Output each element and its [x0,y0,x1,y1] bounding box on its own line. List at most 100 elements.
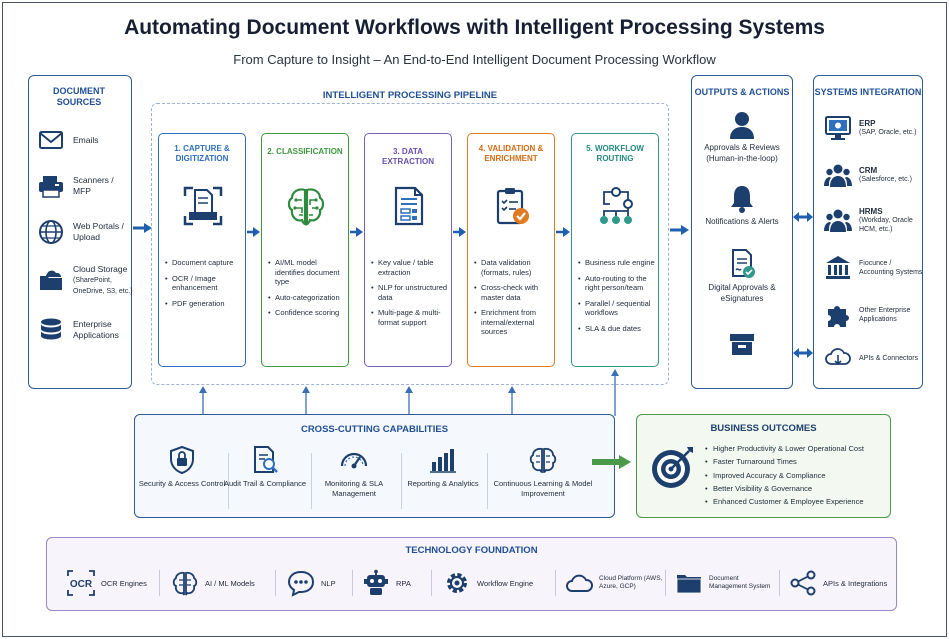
capability-security: Security & Access Control [137,445,227,489]
bullet: Key value / table extraction [371,258,451,277]
source-item-cloud-storage: Cloud Storage(SharePoint, OneDrive, S3, … [37,260,152,300]
pipeline-title: INTELLIGENT PROCESSING PIPELINE [322,90,498,101]
brain-icon [529,447,557,473]
arrow-cross-to-outcomes [592,455,631,469]
divider [665,570,666,596]
archive-box-icon [730,334,754,355]
technology-foundation-title: TECHNOLOGY FOUNDATION [405,545,538,556]
monitor-icon [825,116,851,140]
outcome-item: Enhanced Customer & Employee Experience [705,495,864,509]
tech-ai-ml: AI / ML Models [171,568,255,598]
divider [159,570,160,596]
double-arrow-outputs-systems-top [793,212,813,222]
systems-integration-panel: SYSTEMS INTEGRATION ERP(SAP, Oracle, etc… [813,75,923,389]
system-hrms: HRMS(Workday, Oracle HCM, etc.) [824,206,944,234]
tech-label: OCR Engines [101,578,147,588]
divider [228,453,229,509]
system-crm: CRM(Salesforce, etc.) [824,161,944,189]
database-icon [41,318,61,340]
divider [431,570,432,596]
business-outcomes-panel: BUSINESS OUTCOMES Higher Productivity & … [636,414,891,518]
svg-text:OCR: OCR [70,579,93,590]
page-subtitle: From Capture to Insight – An End-to-End … [233,52,716,67]
source-label: Emails [73,134,99,145]
outcome-item: Faster Turnaround Times [705,455,864,469]
person-icon [730,112,754,139]
capability-reporting: Reporting & Analytics [398,445,488,489]
output-esignatures: Digital Approvals & eSignatures [692,248,792,304]
bullet: Auto-categorization [268,293,348,303]
document-sources-panel: DOCUMENT SOURCES Emails Scanners / MFP W… [28,75,133,389]
bullet: Business rule engine [578,258,658,268]
stage-title: 3. DATA EXTRACTION [382,147,434,166]
bullet: NLP for unstructured data [371,283,451,302]
divider [311,453,312,509]
people-icon [824,164,852,187]
tech-label: Workflow Engine [477,578,534,588]
stage-workflow-routing: 5. WORKFLOW ROUTING Business rule engine… [571,133,659,367]
system-text: ERP(SAP, Oracle, etc.) [859,119,917,136]
divider [555,570,556,596]
output-archive [692,330,792,361]
arrow-stage-4-to-5 [556,227,570,237]
arrow-stage-2-to-3 [350,227,363,237]
bullet: Multi-page & multi-format support [371,308,451,327]
tech-ocr-engines: OCR OCR Engines [67,568,147,598]
arrow-cross-to-extraction [405,386,413,415]
systems-integration-title: SYSTEMS INTEGRATION [814,87,922,97]
bank-icon [826,256,850,279]
capability-audit: Audit Trail & Compliance [220,445,310,489]
stage-capture: 1. CAPTURE & DIGITIZATION Document captu… [158,133,246,367]
tech-label: APIs & Integrations [823,578,888,588]
divider [779,570,780,596]
stage-bullets: Document capture OCR / Image enhancement… [165,258,245,314]
capability-learning: Continuous Learning & Model Improvement [487,445,599,499]
capability-monitoring: Monitoring & SLA Management [309,445,399,499]
signed-document-icon [732,249,755,278]
arrow-pipeline-to-outputs [670,225,689,235]
email-icon [39,131,63,149]
system-text: Other Enterprise Applications [859,307,911,323]
ocr-icon: OCR [67,570,95,596]
stage-bullets: Business rule engine Auto-routing to the… [578,258,658,339]
globe-icon [39,220,63,244]
bullet: AI/ML model identifies document type [268,258,348,287]
output-notifications: Notifications & Alerts [692,184,792,228]
source-label: Web Portals / Upload [73,221,124,242]
technology-foundation-panel: TECHNOLOGY FOUNDATION OCR OCR Engines AI… [46,537,897,611]
cloud-icon [566,574,593,592]
team-icon [824,209,852,232]
divider [352,570,353,596]
source-item-web-portals: Web Portals / Upload [37,212,152,252]
bullet: Data validation (formats, rules) [474,258,554,277]
arrow-stage-1-to-2 [247,227,260,237]
stage-bullets: Data validation (formats, rules) Cross-c… [474,258,554,343]
workflow-nodes-icon [600,187,633,224]
bullet: OCR / Image enhancement [165,274,245,293]
tech-document-management: Document Management System [675,568,777,598]
source-item-emails: Emails [37,120,152,160]
source-label: Cloud Storage(SharePoint, OneDrive, S3, … [73,263,133,295]
arrow-cross-to-validation [508,386,516,415]
brain-icon [172,571,198,596]
clipboard-check-icon [496,188,529,225]
bullet: SLA & due dates [578,324,658,334]
system-text: Fiocunce / Accounting Systems [859,260,923,276]
stage-classification: 2. CLASSIFICATION AI/ML model identifies… [261,133,349,367]
cross-cutting-title: CROSS-CUTTING CAPABILITIES [300,424,449,435]
bar-chart-icon [430,449,456,473]
stage-bullets: AI/ML model identifies document type Aut… [268,258,348,324]
arrow-stage-3-to-4 [453,227,466,237]
bullet: Document capture [165,258,245,268]
stage-data-extraction: 3. DATA EXTRACTION Key value / table ext… [364,133,452,367]
outcomes-list: Higher Productivity & Lower Operational … [705,442,864,509]
network-icon [790,570,816,596]
tech-rpa: RPA [362,568,411,598]
folder-icon [676,575,702,594]
stage-title: 1. CAPTURE & DIGITIZATION [174,144,230,163]
robot-icon [364,569,388,595]
chat-bubble-icon [287,570,315,597]
bullet: Auto-routing to the right person/team [578,274,658,293]
gauge-icon [340,452,368,469]
